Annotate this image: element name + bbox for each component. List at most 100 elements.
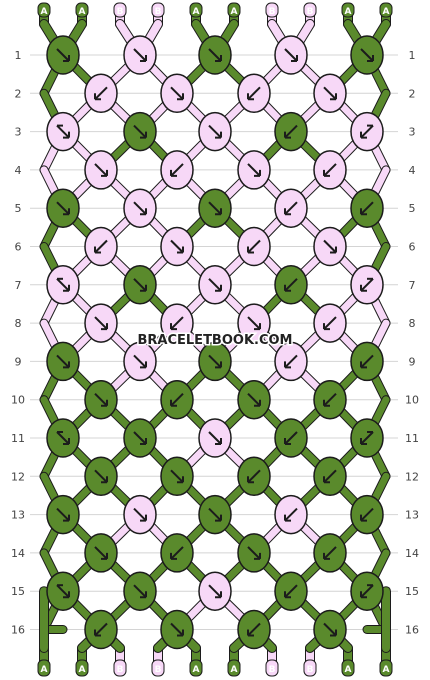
strand-label-bottom: B — [155, 665, 162, 675]
strand-cap-top — [113, 2, 127, 18]
strand-label-top: A — [41, 7, 48, 17]
arrow-icon — [208, 431, 222, 445]
arrow-shaft — [56, 124, 70, 139]
arrow-shaft — [94, 546, 108, 560]
row-number-left: 15 — [11, 585, 25, 598]
arrow-shaft — [94, 392, 108, 407]
arrow-shaft — [360, 507, 374, 522]
arrow-head — [140, 438, 147, 445]
strand-cap-bottom — [379, 659, 393, 677]
arrow-head — [360, 591, 367, 599]
arrow-icon — [94, 622, 108, 637]
arrow-head — [177, 629, 184, 637]
arrow-icon — [323, 163, 337, 177]
arrow-head — [284, 361, 291, 369]
arrow-icon — [133, 278, 147, 292]
arrow-icon — [284, 201, 298, 216]
arrow-icon — [133, 48, 147, 62]
arrow-shaft — [360, 354, 374, 369]
strand-label-bottom: B — [269, 665, 276, 675]
arrow-shaft — [323, 239, 337, 254]
arrow-icon — [284, 124, 298, 139]
row-number-left: 6 — [15, 241, 22, 254]
arrow-icon — [133, 201, 147, 216]
arrow-head — [330, 629, 337, 637]
arrow-shaft — [284, 507, 298, 522]
arrow-shaft — [133, 124, 147, 139]
row-number-left: 8 — [15, 317, 22, 330]
arrow-icon — [360, 354, 374, 369]
arrow-head — [170, 399, 177, 407]
arrow-shaft — [284, 201, 298, 215]
strand-cap-bottom — [37, 659, 51, 677]
arrow-head — [177, 476, 184, 484]
strand-cap-bottom — [189, 659, 203, 677]
arrow-head — [63, 55, 70, 62]
arrow-icon — [247, 392, 261, 407]
arrow-shaft — [323, 163, 337, 177]
arrow-head — [254, 399, 261, 407]
arrow-shaft — [94, 469, 108, 484]
row-number-left: 14 — [11, 547, 25, 560]
arrow-shaft — [360, 48, 374, 62]
arrow-shaft — [247, 622, 261, 637]
arrow-shaft — [56, 48, 70, 62]
strand-label-bottom: A — [41, 665, 48, 675]
arrow-shaft — [170, 239, 184, 254]
arrow-shaft — [208, 48, 222, 62]
arrow-icon — [323, 86, 337, 101]
arrow-shaft — [133, 278, 147, 292]
arrow-shaft — [94, 86, 108, 101]
strand-label-bottom: A — [231, 665, 238, 675]
arrow-icon — [170, 622, 184, 637]
arrow-icon — [56, 584, 70, 599]
arrow-head — [215, 361, 222, 369]
arrow-head — [330, 246, 337, 254]
arrow-head — [140, 131, 147, 139]
arrow-shaft — [323, 86, 337, 101]
arrow-shaft — [94, 622, 108, 637]
strand-cap-top — [37, 2, 51, 18]
arrow-icon — [56, 124, 70, 139]
arrow-shaft — [284, 278, 298, 292]
arrow-head — [284, 438, 291, 445]
arrow-shaft — [208, 431, 222, 445]
row-number-left: 5 — [15, 202, 22, 215]
arrow-shaft — [208, 278, 222, 292]
arrow-head — [101, 323, 108, 331]
arrow-head — [177, 93, 184, 101]
arrow-icon — [133, 584, 147, 599]
arrow-head — [63, 514, 70, 522]
arrow-shaft — [170, 316, 184, 330]
strand-label-bottom: A — [345, 665, 352, 675]
arrow-head — [170, 323, 177, 331]
arrow-head — [215, 514, 222, 522]
arrow-icon — [208, 201, 222, 216]
strand-cap-bottom — [341, 659, 355, 677]
row-number-right: 2 — [409, 87, 416, 100]
arrow-head — [247, 93, 254, 101]
arrow-icon — [170, 469, 184, 484]
strand-cap-top — [265, 2, 279, 18]
arrow-head — [63, 284, 70, 292]
arrow-head — [284, 284, 291, 292]
arrow-head — [140, 591, 147, 599]
arrow-icon — [56, 48, 70, 62]
arrow-head — [63, 131, 70, 139]
arrow-head — [94, 629, 101, 637]
arrow-head — [247, 629, 254, 637]
arrow-head — [291, 55, 298, 62]
arrow-head — [177, 246, 184, 254]
arrow-shaft — [360, 584, 374, 598]
arrow-icon — [284, 584, 298, 599]
arrow-head — [101, 552, 108, 560]
watermark-text: BRACELETBOOK.COM — [138, 333, 293, 348]
arrow-icon — [360, 48, 374, 62]
arrow-shaft — [360, 124, 374, 139]
arrow-icon — [323, 239, 337, 254]
arrow-shaft — [133, 354, 147, 369]
arrow-icon — [170, 86, 184, 101]
arrow-icon — [247, 239, 261, 254]
